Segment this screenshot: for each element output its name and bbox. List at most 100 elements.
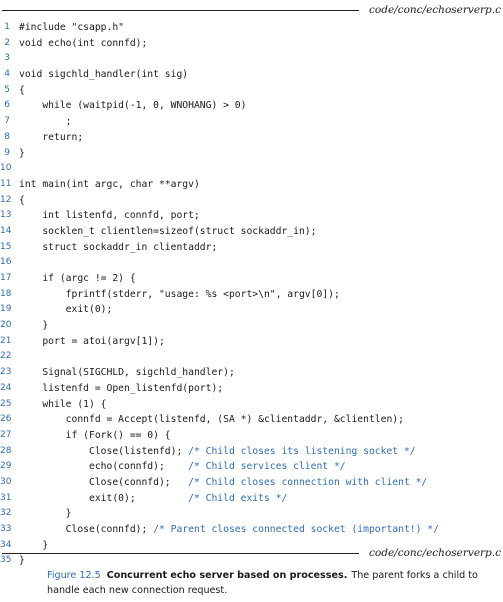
code-statement: if (Fork() == 0) { bbox=[19, 429, 171, 441]
code-text: if (argc != 2) { bbox=[19, 271, 136, 287]
line-number: 13 bbox=[0, 210, 12, 221]
line-number: 1 bbox=[4, 22, 10, 32]
code-text: if (Fork() == 0) { bbox=[19, 428, 171, 444]
line-number: 26 bbox=[0, 414, 12, 425]
figure-description: The parent forks a child to handle each … bbox=[47, 570, 478, 596]
code-line: 17 if (argc != 2) { bbox=[0, 271, 503, 287]
code-statement: } bbox=[19, 508, 72, 520]
line-number: 14 bbox=[0, 225, 12, 236]
code-text: exit(0); bbox=[19, 302, 113, 318]
code-statement: struct sockaddr_in clientaddr; bbox=[19, 241, 218, 253]
code-statement: #include "csapp.h" bbox=[19, 22, 124, 33]
code-line: 24 listenfd = Open_listenfd(port); bbox=[0, 381, 503, 397]
code-statement: Close(listenfd); bbox=[19, 445, 189, 457]
code-line: 25 while (1) { bbox=[0, 397, 503, 413]
code-line: 6 while (waitpid(-1, 0, WNOHANG) > 0) bbox=[0, 98, 503, 114]
code-text: while (waitpid(-1, 0, WNOHANG) > 0) bbox=[19, 98, 246, 114]
line-number: 27 bbox=[0, 429, 12, 440]
line-number: 9 bbox=[4, 147, 10, 158]
line-number: 21 bbox=[0, 335, 12, 346]
figure-label: Figure 12.5 bbox=[47, 570, 101, 581]
code-text: } bbox=[19, 553, 25, 569]
line-number: 24 bbox=[0, 382, 12, 393]
code-statement: } bbox=[19, 320, 49, 332]
code-text: int listenfd, connfd, port; bbox=[19, 208, 199, 224]
code-header: code/conc/echoserverp.c bbox=[0, 2, 503, 18]
code-statement: { bbox=[19, 84, 25, 96]
code-line: 30 Close(connfd); /* Child closes connec… bbox=[0, 475, 503, 491]
line-number: 2 bbox=[4, 37, 10, 48]
code-text: Close(listenfd); /* Child closes its lis… bbox=[19, 444, 416, 460]
line-number: 20 bbox=[0, 320, 12, 331]
code-statement: } bbox=[19, 539, 49, 551]
code-line: 15 struct sockaddr_in clientaddr; bbox=[0, 240, 503, 256]
line-number: 29 bbox=[0, 461, 12, 472]
line-number: 23 bbox=[0, 367, 12, 378]
code-text: listenfd = Open_listenfd(port); bbox=[19, 381, 223, 397]
code-statement: while (waitpid(-1, 0, WNOHANG) > 0) bbox=[19, 100, 247, 112]
code-line: 18 fprintf(stderr, "usage: %s <port>\n",… bbox=[0, 287, 503, 303]
code-line: 16 bbox=[0, 255, 503, 271]
code-statement: exit(0); bbox=[19, 304, 113, 316]
code-line: 26 connfd = Accept(listenfd, (SA *) &cli… bbox=[0, 412, 503, 428]
code-text: connfd = Accept(listenfd, (SA *) &client… bbox=[19, 412, 404, 428]
code-line: 31 exit(0); /* Child exits */ bbox=[0, 491, 503, 507]
header-file-path: code/conc/echoserverp.c bbox=[369, 4, 501, 16]
code-text: } bbox=[19, 318, 48, 334]
code-statement: if (argc != 2) { bbox=[19, 273, 136, 284]
code-text: socklen_t clientlen=sizeof(struct sockad… bbox=[19, 224, 316, 240]
code-text: void echo(int connfd); bbox=[19, 36, 147, 52]
code-statement: echo(connfd); bbox=[19, 461, 189, 473]
code-statement: exit(0); bbox=[19, 492, 189, 504]
line-number: 34 bbox=[0, 539, 12, 550]
line-number: 12 bbox=[0, 194, 12, 205]
code-text: ; bbox=[19, 114, 72, 130]
line-number: 33 bbox=[0, 524, 12, 534]
code-text: } bbox=[19, 146, 25, 162]
line-number: 6 bbox=[4, 100, 10, 111]
code-line: 21 port = atoi(argv[1]); bbox=[0, 334, 503, 350]
footer-rule bbox=[2, 553, 359, 554]
line-number: 16 bbox=[0, 257, 12, 268]
code-line: 20 } bbox=[0, 318, 503, 334]
code-statement: while (1) { bbox=[19, 398, 107, 410]
line-number: 11 bbox=[0, 178, 12, 189]
code-text: return; bbox=[19, 130, 83, 146]
line-number: 35 bbox=[0, 555, 12, 566]
line-number: 31 bbox=[0, 492, 12, 503]
code-statement: void sigchld_handler(int sig) bbox=[19, 69, 189, 81]
line-number: 8 bbox=[4, 131, 10, 142]
code-text: } bbox=[19, 538, 48, 554]
line-number: 25 bbox=[0, 398, 12, 409]
line-number: 19 bbox=[0, 304, 12, 315]
line-number: 18 bbox=[0, 288, 12, 299]
code-text: while (1) { bbox=[19, 397, 107, 413]
line-number: 28 bbox=[0, 445, 12, 456]
code-text: Close(connfd); /* Parent closes connecte… bbox=[19, 522, 439, 538]
code-statement: int main(int argc, char **argv) bbox=[19, 178, 200, 190]
line-number: 30 bbox=[0, 476, 12, 487]
code-text: fprintf(stderr, "usage: %s <port>\n", ar… bbox=[19, 287, 340, 303]
code-line: 7 ; bbox=[0, 114, 503, 130]
code-line: 12 { bbox=[0, 193, 503, 209]
footer-file-path: code/conc/echoserverp.c bbox=[369, 547, 501, 559]
line-number: 22 bbox=[0, 351, 12, 362]
code-comment: /* Child closes its listening socket */ bbox=[188, 445, 416, 457]
code-statement: port = atoi(argv[1]); bbox=[19, 335, 165, 347]
code-statement: Close(connfd); bbox=[19, 476, 189, 488]
code-line: 11 int main(int argc, char **argv) bbox=[0, 177, 503, 193]
code-statement: return; bbox=[19, 131, 84, 143]
code-text: { bbox=[19, 83, 25, 99]
code-text: int main(int argc, char **argv) bbox=[19, 177, 200, 193]
code-line: 2 void echo(int connfd); bbox=[0, 36, 503, 52]
code-comment: /* Parent closes connected socket (impor… bbox=[153, 524, 439, 535]
code-text: { bbox=[19, 193, 25, 209]
code-line: 27 if (Fork() == 0) { bbox=[0, 428, 503, 444]
line-number: 10 bbox=[0, 163, 12, 174]
code-listing: 1 #include "csapp.h" 2 void echo(int connfd… bbox=[0, 20, 503, 569]
line-number: 32 bbox=[0, 508, 12, 519]
code-line: 1 #include "csapp.h" bbox=[0, 20, 503, 36]
code-statement: ; bbox=[19, 116, 72, 128]
code-line: 9} bbox=[0, 146, 503, 162]
code-text: port = atoi(argv[1]); bbox=[19, 334, 165, 350]
